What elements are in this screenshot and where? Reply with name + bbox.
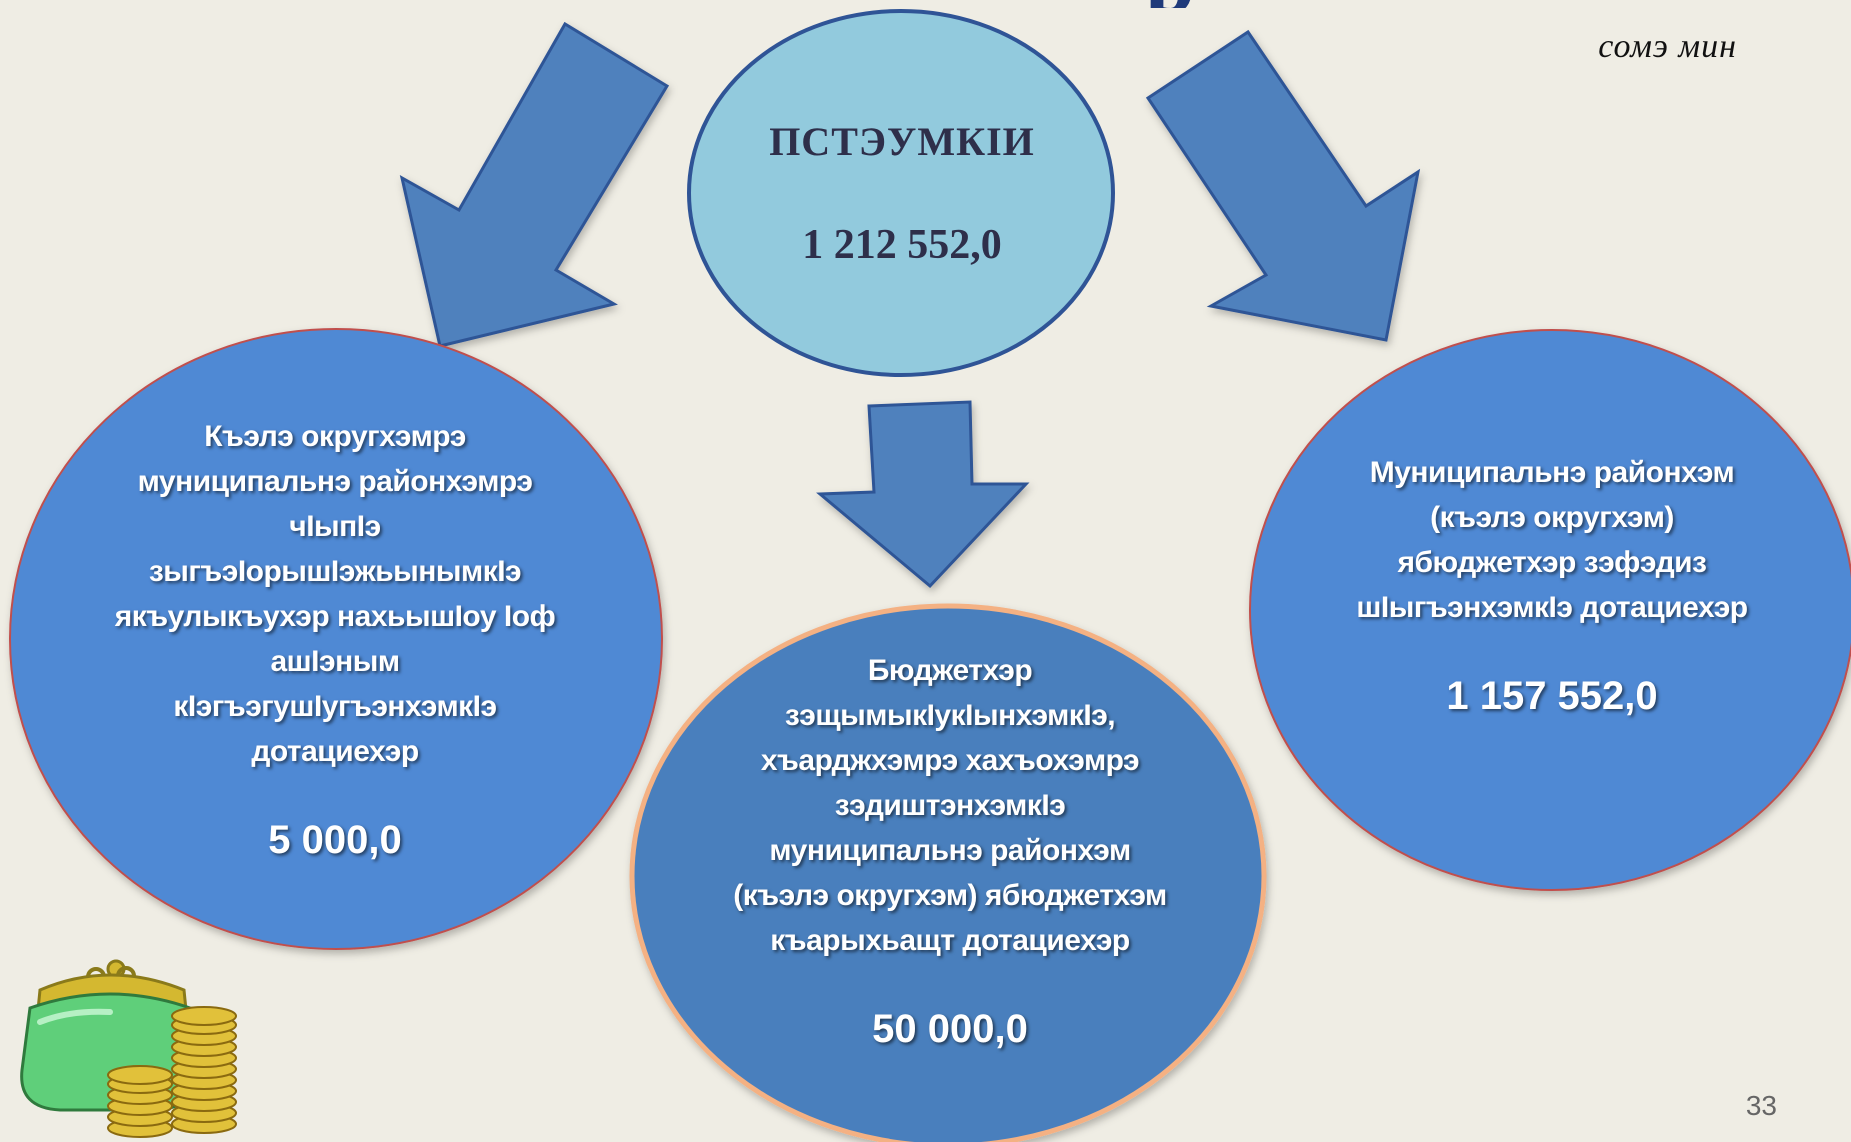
- slide-title-fragment: р: [1145, 0, 1205, 8]
- top-circle: [687, 9, 1115, 377]
- right-node-label: Муниципальнэ районхэм (къэлэ округхэм) я…: [1356, 456, 1748, 624]
- left-node-label: Къэлэ округхэмрэ муниципальнэ районхэмрэ…: [114, 420, 556, 768]
- middle-circle: [629, 603, 1267, 1142]
- center-node-text: ПСТЭУМКIИ 1 212 552,0: [692, 118, 1112, 269]
- middle-node-label: Бюджетхэр зэщымыкIукIынхэмкIэ, хъарджхэм…: [733, 654, 1167, 957]
- arrow-right-shape: [1145, 29, 1421, 342]
- right-node-text: Муниципальнэ районхэм (къэлэ округхэм) я…: [1352, 450, 1752, 719]
- left-circle: [9, 328, 663, 950]
- right-circle: [1249, 329, 1851, 891]
- page-number: 33: [1745, 1090, 1777, 1121]
- unit-label: сомэ мин: [1598, 28, 1737, 65]
- arrow-left-shape: [399, 21, 670, 348]
- middle-node-text: Бюджетхэр зэщымыкIукIынхэмкIэ, хъарджхэм…: [730, 648, 1170, 1052]
- coin-stack-icon: [107, 1006, 237, 1138]
- center-node-amount: 1 212 552,0: [802, 222, 1002, 268]
- center-node-label: ПСТЭУМКIИ: [769, 119, 1035, 164]
- left-node-amount: 5 000,0: [268, 818, 402, 862]
- right-node-amount: 1 157 552,0: [1446, 674, 1658, 718]
- left-node-text: Къэлэ округхэмрэ муниципальнэ районхэмрэ…: [110, 414, 560, 863]
- middle-node-amount: 50 000,0: [872, 1007, 1028, 1051]
- arrow-down-shape: [816, 400, 1030, 589]
